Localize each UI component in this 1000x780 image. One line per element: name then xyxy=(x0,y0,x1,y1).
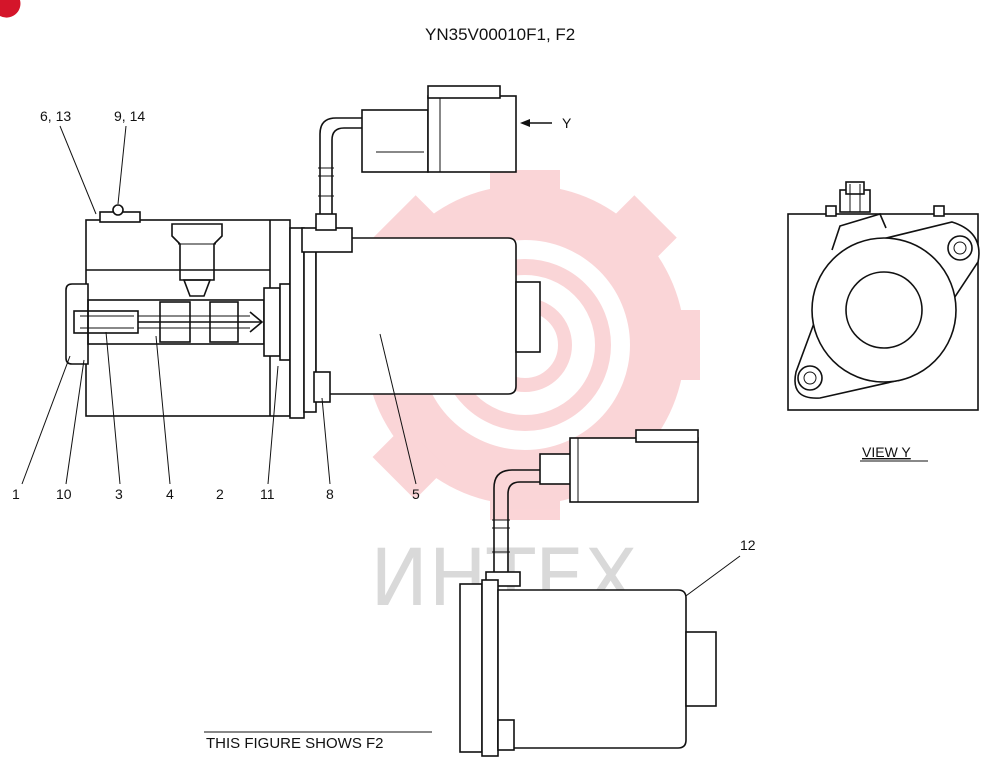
corner-badge-icon xyxy=(0,0,21,18)
callout-y: Y xyxy=(562,115,572,131)
leader-lines xyxy=(21,125,741,619)
solenoid-12 xyxy=(459,429,717,757)
callout-4: 4 xyxy=(166,486,174,502)
page-title: YN35V00010F1, F2 xyxy=(425,25,575,44)
callout-5: 5 xyxy=(412,486,420,502)
callout-2: 2 xyxy=(216,486,224,502)
valve-assembly xyxy=(65,85,541,419)
callout-9-14: 9, 14 xyxy=(114,108,145,124)
callout-6-13: 6, 13 xyxy=(40,108,71,124)
view-y-label: VIEW Y xyxy=(862,444,911,460)
callout-8: 8 xyxy=(326,486,334,502)
view-y-drawing xyxy=(787,181,980,411)
callout-1: 1 xyxy=(12,486,20,502)
callout-11: 11 xyxy=(260,486,275,502)
view-y-arrow xyxy=(520,119,552,127)
figure-caption: THIS FIGURE SHOWS F2 xyxy=(206,735,384,752)
callout-12: 12 xyxy=(740,537,756,553)
callout-3: 3 xyxy=(115,486,123,502)
callout-10: 10 xyxy=(56,486,72,502)
